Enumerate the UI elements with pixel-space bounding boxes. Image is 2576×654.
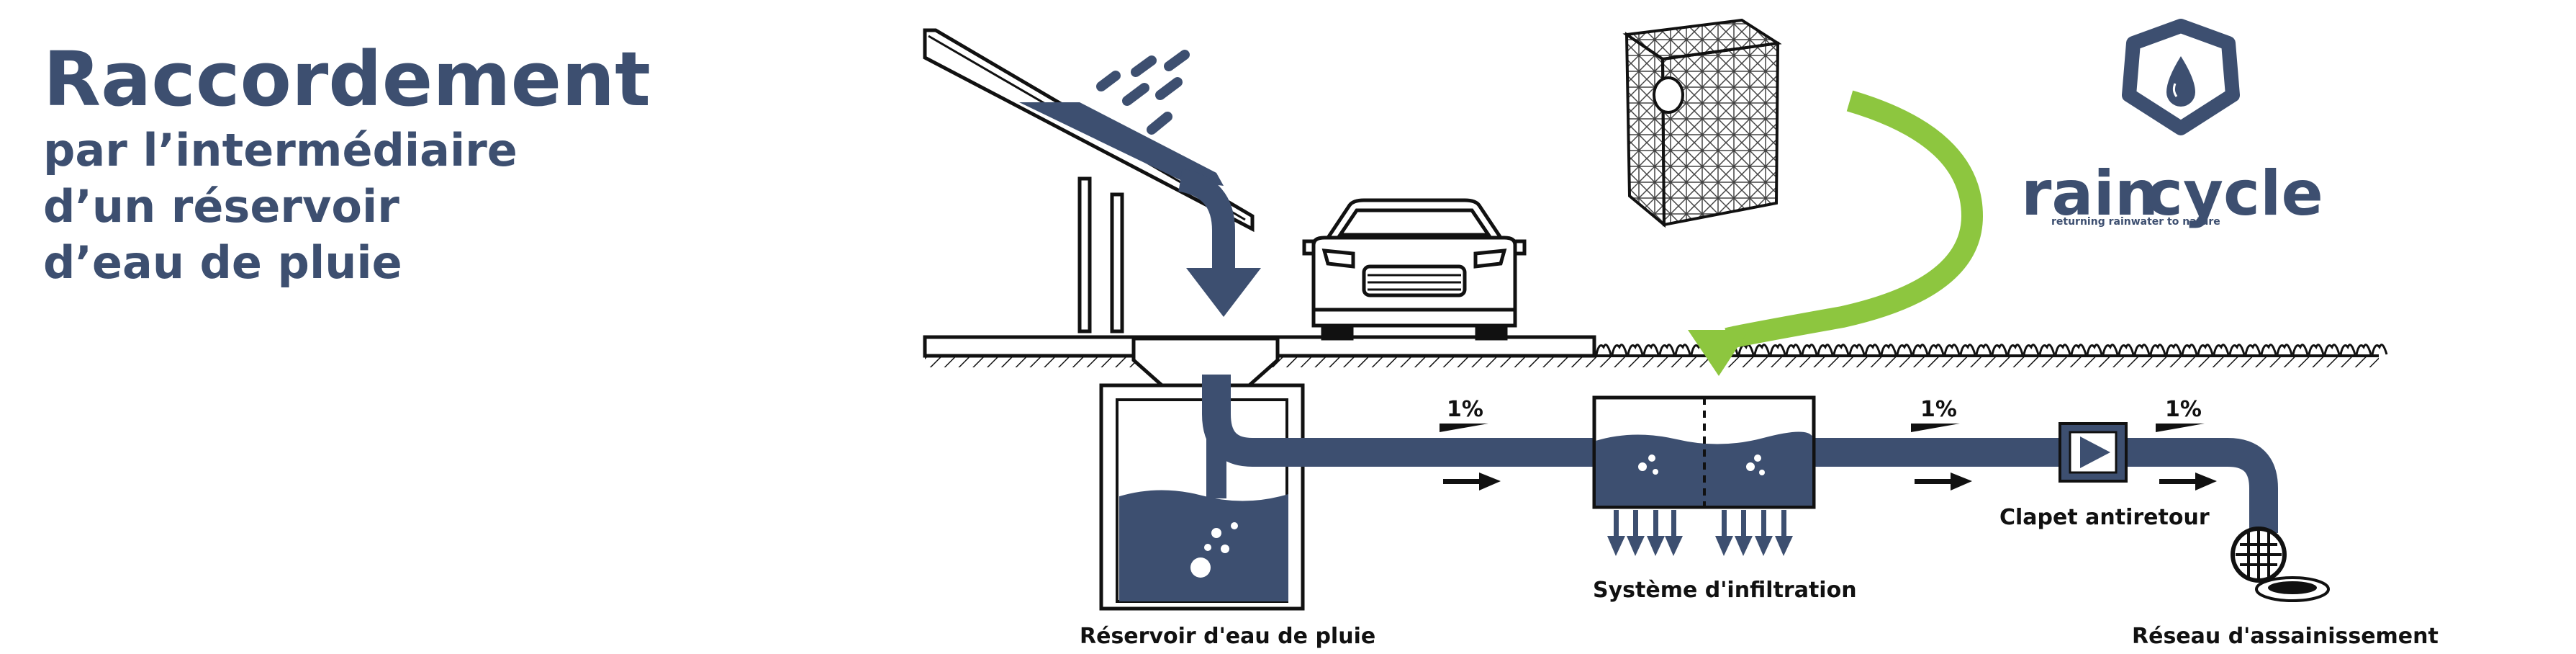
grass-tuft bbox=[2149, 344, 2166, 355]
infiltration-system bbox=[1592, 395, 1816, 556]
car-icon bbox=[1302, 198, 1527, 341]
heading-block: Raccordement par l’intermédiaire d’un ré… bbox=[43, 36, 651, 291]
grass-tuft bbox=[2355, 344, 2372, 355]
flow-arrow-icon bbox=[1443, 472, 1501, 491]
house-roof bbox=[923, 28, 1255, 333]
slope-indicator-1: 1% bbox=[1440, 397, 1488, 432]
subtitle-line-3: d’eau de pluie bbox=[43, 236, 402, 289]
infiltration-arrow bbox=[1607, 510, 1625, 556]
subtitle-line-1: par l’intermédiaire bbox=[43, 124, 518, 176]
slope-label: 1% bbox=[1920, 397, 1957, 422]
slope-indicator-2: 1% bbox=[1911, 397, 1960, 432]
grass-tuft bbox=[1674, 344, 1691, 355]
grass-tuft bbox=[1943, 344, 1961, 355]
infiltration-arrow bbox=[1775, 510, 1793, 556]
logo-brand-cycle: cycle bbox=[2146, 158, 2323, 230]
grass-tuft bbox=[2292, 344, 2309, 355]
grass-tuft bbox=[2308, 344, 2325, 355]
logo-brand-rain: rain bbox=[2021, 158, 2159, 230]
grass-tuft bbox=[1595, 344, 1612, 355]
tank-label: Réservoir d'eau de pluie bbox=[1080, 624, 1375, 649]
grass-tuft bbox=[2323, 344, 2341, 355]
grass-tuft bbox=[2038, 344, 2056, 355]
grass-tuft bbox=[1991, 344, 2008, 355]
subtitle-line-2: d’un réservoir bbox=[43, 180, 399, 233]
grass-tuft bbox=[1611, 344, 1628, 355]
logo-tagline: returning rainwater to nature bbox=[2051, 216, 2220, 228]
grass-tuft bbox=[2276, 344, 2293, 355]
flow-arrow-icon bbox=[1915, 472, 1972, 491]
infiltration-arrow bbox=[1715, 510, 1733, 556]
downpipe-arrow bbox=[1178, 169, 1261, 317]
grass-tuft bbox=[1975, 344, 1992, 355]
grass-tuft bbox=[2133, 344, 2151, 355]
grass-tuft bbox=[2023, 344, 2040, 355]
grass-tuft bbox=[1912, 344, 1929, 355]
grass-tuft bbox=[2197, 344, 2214, 355]
grass-tuft bbox=[1627, 344, 1644, 355]
grass-tuft bbox=[2007, 344, 2024, 355]
grass-tuft bbox=[1801, 344, 1818, 355]
flow-arrows bbox=[1443, 472, 2217, 491]
check-valve bbox=[2058, 422, 2128, 483]
infiltration-arrow bbox=[1665, 510, 1683, 556]
valve-label: Clapet antiretour bbox=[1999, 505, 2210, 530]
infiltration-crate-icon bbox=[1622, 18, 1782, 228]
grass-tuft bbox=[2339, 344, 2356, 355]
grass-tuft bbox=[1642, 344, 1660, 355]
raincycle-logo: rain cycle returning rainwater to nature bbox=[2021, 19, 2323, 230]
grass-tuft bbox=[2165, 344, 2182, 355]
grass-tuft bbox=[1959, 344, 1976, 355]
infiltration-arrow bbox=[1647, 510, 1665, 556]
grass-tuft bbox=[1928, 344, 1945, 355]
infiltration-label: Système d'infiltration bbox=[1593, 578, 1857, 603]
grass-tuft bbox=[1896, 344, 1913, 355]
grass-tuft bbox=[1753, 344, 1771, 355]
rain-icon bbox=[1096, 50, 1190, 135]
grass-tuft bbox=[2371, 344, 2388, 355]
slope-indicator-3: 1% bbox=[2156, 397, 2205, 432]
grass-tuft bbox=[1880, 344, 1897, 355]
grass-tuft bbox=[2102, 344, 2119, 355]
grass-tuft bbox=[1658, 344, 1676, 355]
infiltration-arrow bbox=[1735, 510, 1753, 556]
infiltration-arrow bbox=[1755, 510, 1773, 556]
network-label: Réseau d'assainissement bbox=[2132, 624, 2439, 649]
grass-tuft bbox=[2086, 344, 2103, 355]
green-install-arrow bbox=[1688, 90, 1984, 376]
grass-tuft bbox=[1832, 344, 1850, 355]
grass-tuft bbox=[2228, 344, 2246, 355]
slope-label: 1% bbox=[2165, 397, 2202, 422]
page-title: Raccordement bbox=[43, 35, 651, 123]
grass-tuft bbox=[2181, 344, 2198, 355]
grass-tuft bbox=[2260, 344, 2277, 355]
grass-tuft bbox=[1864, 344, 1881, 355]
rainwater-tank bbox=[1099, 336, 1305, 611]
slope-label: 1% bbox=[1447, 397, 1483, 422]
grass-tuft bbox=[1785, 344, 1802, 355]
grass-tuft bbox=[2213, 344, 2230, 355]
infiltration-arrow bbox=[1627, 510, 1645, 556]
grass-tuft bbox=[2118, 344, 2135, 355]
grass-tuft bbox=[1848, 344, 1866, 355]
grass-tuft bbox=[2244, 344, 2261, 355]
grass-tuft bbox=[2070, 344, 2087, 355]
sewer-grate-icon bbox=[2231, 527, 2330, 602]
grass-tuft bbox=[1737, 344, 1755, 355]
grass-tuft bbox=[2054, 344, 2071, 355]
grass-tuft bbox=[1769, 344, 1786, 355]
flow-arrow-icon bbox=[2159, 472, 2217, 491]
grass-tuft bbox=[1817, 344, 1834, 355]
